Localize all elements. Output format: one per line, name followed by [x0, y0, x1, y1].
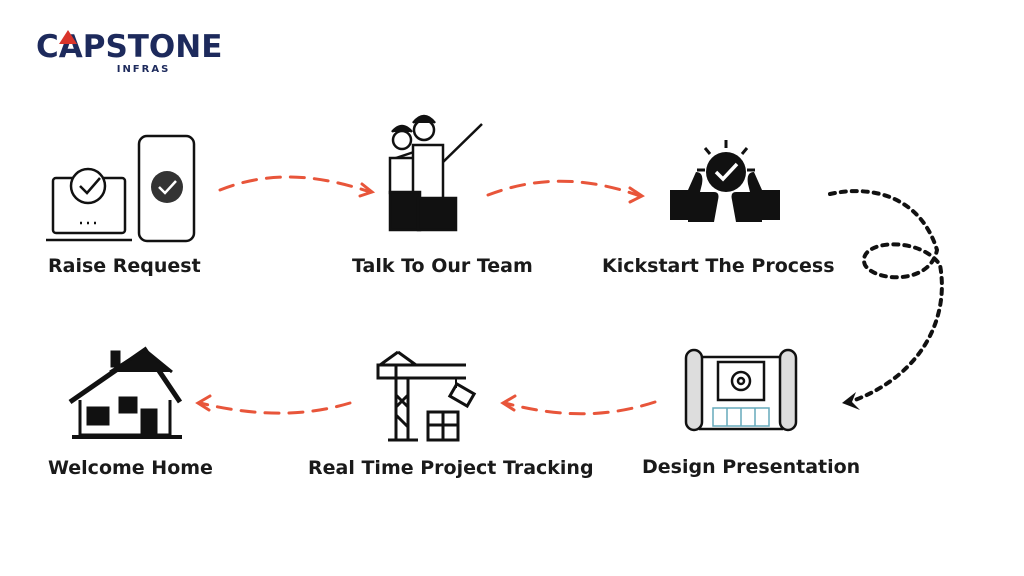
blueprint-icon: [684, 348, 798, 432]
crane-icon: [376, 350, 477, 442]
arrow-step2-to-step3: [486, 179, 642, 198]
engineers-icon: [388, 114, 483, 232]
thumbs-up-check-icon: [670, 140, 780, 222]
arrow-step4-to-step5: [503, 400, 657, 416]
step-raise-request: Raise Request: [48, 255, 201, 277]
step-real-time-project-tracking: Real Time Project Tracking: [308, 457, 594, 479]
step-talk-to-our-team: Talk To Our Team: [352, 255, 533, 277]
arrow-step1-to-step2: [218, 175, 372, 194]
loop-arrowhead: [842, 392, 860, 410]
logo-subtitle: INFRAS: [116, 64, 171, 75]
step-design-presentation: Design Presentation: [642, 456, 861, 478]
arrow-step5-to-step6: [198, 401, 352, 415]
arrow-step3-to-step4-loop: [828, 189, 944, 402]
laptop-phone-check-icon: [46, 134, 196, 243]
step-welcome-home: Welcome Home: [48, 457, 213, 479]
step-kickstart-the-process: Kickstart The Process: [602, 255, 835, 277]
house-icon: [68, 346, 183, 439]
logo-peak-icon: [59, 30, 77, 44]
